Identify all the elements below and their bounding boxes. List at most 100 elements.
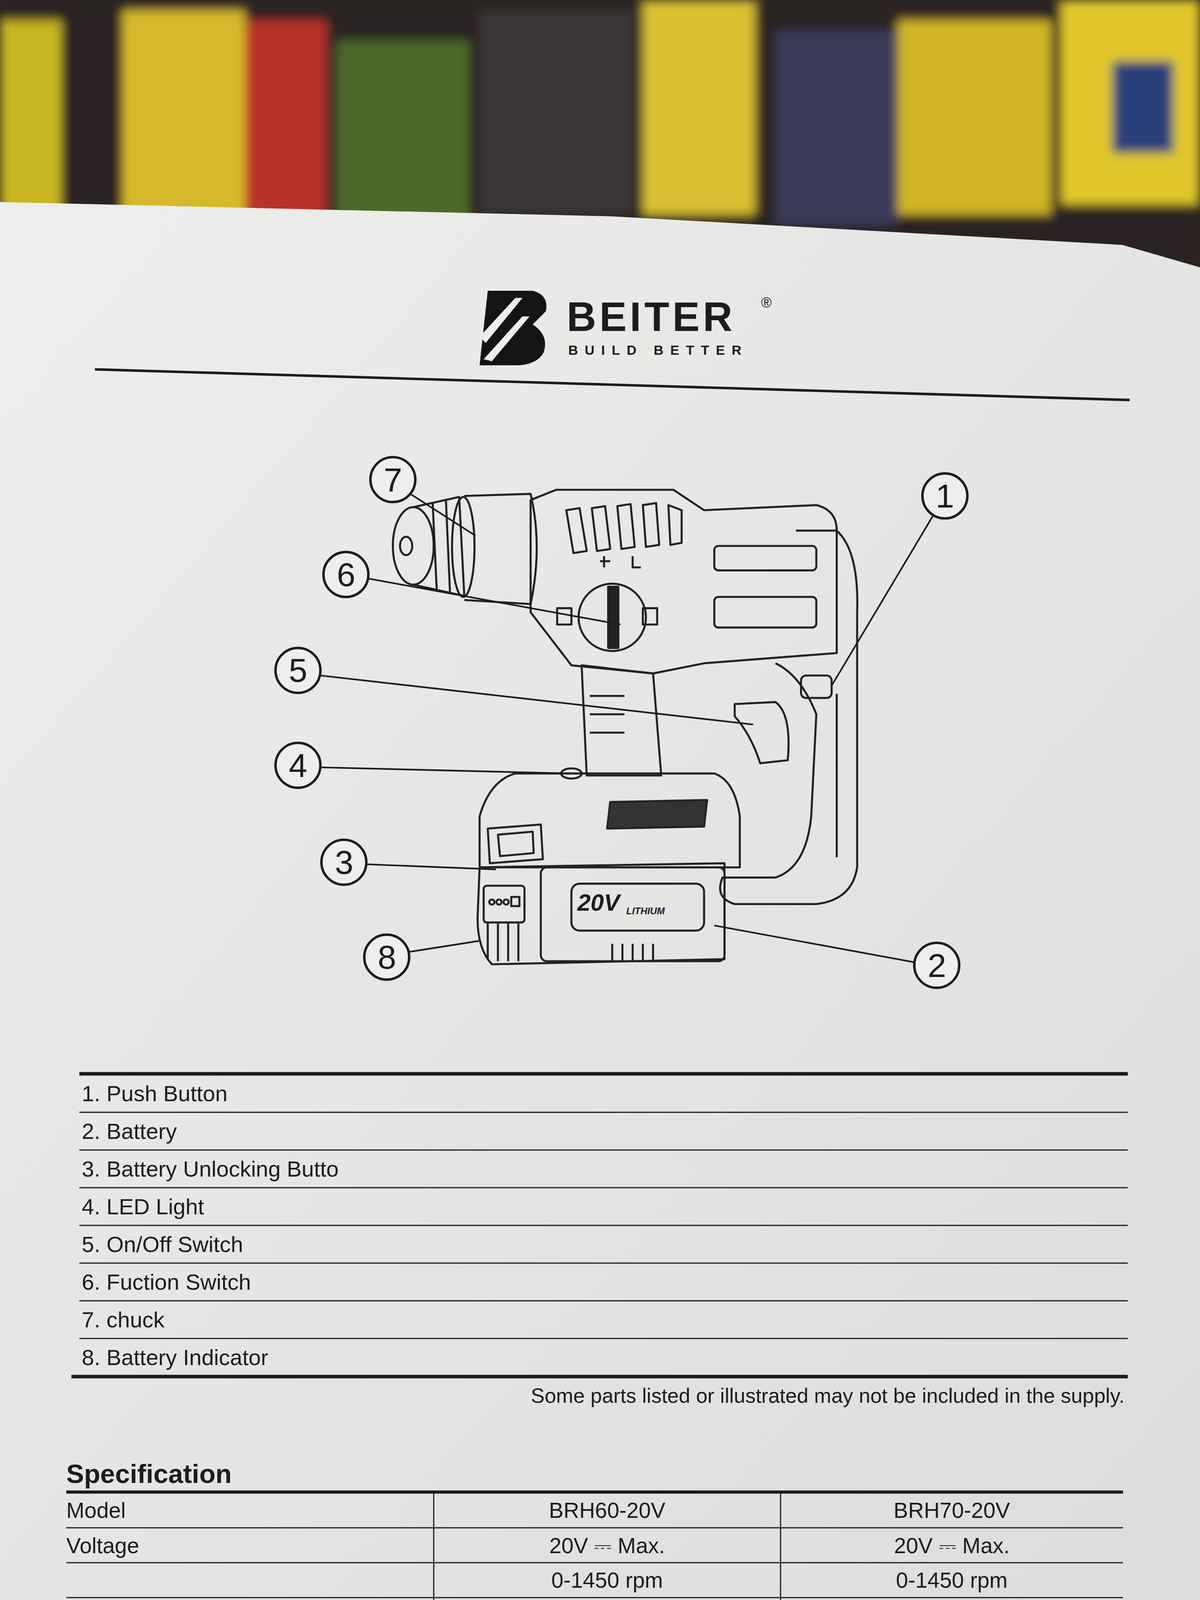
table-rule [66, 1490, 1124, 1494]
table-cell: Voltage [66, 1528, 424, 1563]
callout-number: 7 [373, 459, 413, 500]
trigger [734, 701, 789, 764]
table-cell: 20V ⎓ Max. [780, 1528, 1124, 1563]
table-column-rule [433, 1492, 435, 1600]
chuck-collar [451, 496, 475, 597]
emblem [479, 290, 547, 366]
callout-circle [275, 648, 321, 693]
indicator-button [511, 896, 520, 906]
package [0, 20, 62, 225]
part-name: 3. Battery Unlocking Butto [81, 1151, 955, 1187]
table-rule [66, 1597, 1124, 1599]
battery-mount [479, 773, 741, 868]
rib [714, 596, 817, 628]
leader-line [408, 940, 480, 952]
logo-emblem [479, 290, 547, 366]
leader-line [320, 675, 753, 725]
table-rule [79, 1187, 1128, 1189]
release-button-inner [498, 831, 534, 857]
table-cell: BRH70-20V [780, 1493, 1124, 1527]
callout-number: 4 [278, 745, 318, 786]
battery-vents [612, 944, 654, 962]
table-rule [79, 1149, 1128, 1151]
table-rule [79, 1300, 1128, 1302]
table-cell: 0-1450 rpm [780, 1563, 1124, 1597]
part-name: 1. Push Button [81, 1076, 955, 1112]
indicator-dot [496, 899, 502, 905]
battery-face [540, 867, 725, 962]
callout-circle [914, 942, 960, 988]
vents [566, 503, 682, 554]
battery-feet [487, 923, 519, 962]
grip-column [581, 665, 662, 776]
indicator-dot [489, 899, 495, 905]
part-name: 2. Battery [81, 1113, 955, 1149]
table-cell: Model [66, 1493, 424, 1527]
package [1061, 0, 1200, 204]
callout-number: 1 [925, 476, 965, 516]
release-button [487, 824, 543, 864]
package [1112, 61, 1174, 153]
function-knob [578, 583, 647, 652]
chuck-ring [446, 500, 450, 593]
package [898, 20, 1052, 215]
leader-line [368, 578, 621, 625]
battery-indicator [483, 885, 525, 923]
grip-ribs [589, 696, 625, 733]
chuck-ring [432, 503, 437, 591]
package [336, 40, 470, 225]
battery-label [571, 883, 704, 931]
housing [530, 489, 837, 674]
part-name: 8. Battery Indicator [81, 1340, 955, 1375]
registered-mark: ® [761, 291, 785, 314]
grip-line [835, 694, 838, 858]
table-rule [79, 1111, 1128, 1114]
part-name: 4. LED Light [81, 1189, 955, 1225]
mode-icons [600, 555, 641, 568]
spec-table-lines [66, 1492, 1124, 1600]
part-name: 7. chuck [81, 1302, 955, 1338]
leader-line [320, 767, 570, 774]
knob-stop [557, 608, 572, 625]
brand-name: BEITER [566, 293, 774, 341]
nose-collar [464, 494, 537, 605]
package [479, 10, 633, 215]
battery-voltage: 20V [577, 886, 627, 919]
battery-type: LITHIUM [626, 903, 686, 919]
callout-number: 5 [278, 650, 318, 691]
callout-circle [364, 934, 410, 980]
brand-slogan: BUILD BETTER [568, 340, 791, 361]
supply-note: Some parts listed or illustrated may not… [253, 1380, 1125, 1411]
table-rule [79, 1225, 1128, 1227]
table-column-rule [780, 1492, 782, 1600]
callout-circle [922, 473, 968, 519]
callout-number: 6 [326, 554, 366, 595]
callout-circles [275, 457, 968, 988]
header-rule [94, 369, 1130, 400]
callout-circle [275, 742, 321, 788]
paper [0, 201, 1200, 1600]
leader-line [366, 864, 497, 870]
knob-stop [642, 608, 658, 625]
push-button [801, 675, 832, 699]
brand-plate [607, 800, 708, 829]
drill-drawing [392, 489, 858, 965]
package [122, 10, 246, 225]
callout-circle [323, 551, 369, 597]
parts-table-lines [71, 1073, 1128, 1377]
part-name: 5. On/Off Switch [81, 1226, 955, 1262]
package [775, 30, 899, 225]
part-name: 6. Fuction Switch [81, 1264, 955, 1300]
table-cell: 20V ⎓ Max. [433, 1528, 781, 1563]
indicator-dot [503, 899, 509, 905]
table-rule [79, 1338, 1128, 1340]
table-rule [79, 1262, 1128, 1264]
table-rule [79, 1072, 1128, 1076]
table-cell: 0-1450 rpm [433, 1563, 781, 1597]
table-rule [66, 1527, 1124, 1529]
chuck-hole [400, 536, 413, 556]
leader-line [410, 494, 476, 536]
section-heading: Specification [66, 1457, 424, 1491]
emblem-slash [479, 298, 523, 343]
